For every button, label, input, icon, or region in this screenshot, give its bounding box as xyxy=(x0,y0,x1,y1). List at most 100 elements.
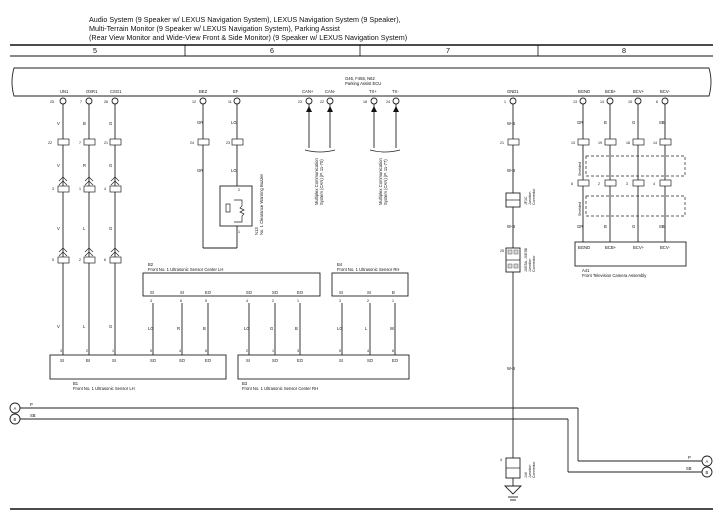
camera-pin-name: BCB+ xyxy=(605,245,617,250)
buzzer-resistor xyxy=(234,199,245,223)
sensor-pin-name: B xyxy=(392,290,395,295)
connector-pin xyxy=(109,138,122,146)
sensor-body xyxy=(331,272,409,297)
parking-assist-ecu: G46, F458, N62 Parking Assist ECU UN1 OS… xyxy=(11,67,712,105)
header-title-line-3: (Rear View Monitor and Wide-View Front &… xyxy=(89,33,407,42)
sensor-pin-number: 1 xyxy=(112,349,114,353)
sensor-pin-name: EO xyxy=(205,358,212,363)
offpage-wire-color: P xyxy=(688,455,691,460)
wire-color: SB xyxy=(659,224,665,229)
header-title-line-1: Audio System (9 Speaker w/ LEXUS Navigat… xyxy=(89,15,401,24)
inline-connector-chevron xyxy=(110,176,120,186)
clearance-warning-buzzer xyxy=(219,185,253,227)
sensor-pin-name: EO xyxy=(205,290,212,295)
wire-color: W xyxy=(390,326,394,331)
ecu-pin-number: 1 xyxy=(504,100,506,104)
sensor-pin-name: EO xyxy=(392,358,399,363)
ecu-pin-number: 23 xyxy=(298,100,302,104)
ecu-body xyxy=(11,67,712,97)
offpage-connector-b[interactable] xyxy=(701,466,713,478)
ecu-pin-name: EF xyxy=(233,89,239,94)
wire-color: V xyxy=(57,163,60,168)
wire-color: LG xyxy=(337,326,343,331)
buzzer-code: N13 xyxy=(254,227,259,235)
column-number: 7 xyxy=(446,46,450,55)
inline-connector-chevron xyxy=(84,247,94,257)
sensor-pin-number: 1 xyxy=(272,349,274,353)
wire-color: G xyxy=(632,120,635,125)
offpage-id: A xyxy=(706,459,709,464)
ground-wiring: W-B 21 W-B JF1C Junction Connector W-B 2… xyxy=(500,104,536,501)
connector-pin-number: 13 xyxy=(571,141,575,145)
wire-color: GR xyxy=(577,224,583,229)
sensor-pin-number: 5 xyxy=(205,299,207,303)
wire-color: LG xyxy=(244,326,250,331)
ecu-pin-number: 26 xyxy=(104,100,108,104)
ecu-pin-name: BEZ xyxy=(199,89,208,94)
connector-pin-number: 3 xyxy=(52,187,54,191)
can-note-line2: System (CAN) (P. 11-70) xyxy=(319,159,324,205)
component-name: Front No. 1 Ultrasonic Sensor LH xyxy=(73,386,135,391)
offpage-wire-color: P xyxy=(30,402,33,407)
wire-color: G xyxy=(109,163,112,168)
component-name: Front Television Camera Assembly xyxy=(582,273,647,278)
wire-color: LG xyxy=(148,326,154,331)
ecu-pin-name: BGND xyxy=(578,89,590,94)
junction-code: JF1C xyxy=(524,196,528,205)
offpage-id: B xyxy=(706,470,709,475)
sensor-center-rh: 2 1 3 5 4 6 SI SO EO SI SO EO B3 Front N… xyxy=(237,349,410,391)
wire-color: GR xyxy=(197,168,203,173)
wire-color: GR xyxy=(577,120,583,125)
sensor-rh: B4 Front No. 1 Ultrasonic Sensor RH SI S… xyxy=(331,262,409,303)
connector-pin-number: 6 xyxy=(104,258,106,262)
wire-color: G xyxy=(109,324,112,329)
camera-wiring: GR B G SB 13 19 18 14 Shielded 6 2 3 4 S… xyxy=(571,104,687,278)
wire-color: G xyxy=(632,224,635,229)
connector-pin-number: 4 xyxy=(653,182,655,186)
inline-connector-chevron xyxy=(84,176,94,186)
ecu-pin-terminals: 25 7 26 12 11 23 22 18 24 1 13 14 15 6 xyxy=(50,97,669,105)
offpage-id: B xyxy=(14,417,17,422)
component-name: Front No. 1 Ultrasonic Sensor Center RH xyxy=(242,386,318,391)
connector-pin-number: 19 xyxy=(598,141,602,145)
sensor-pin-number: 5 xyxy=(339,349,341,353)
offpage-connector-a[interactable] xyxy=(9,402,21,414)
offpage-connector-b[interactable] xyxy=(9,413,21,425)
sensor-pin-name: SO xyxy=(246,290,253,295)
wire-color: W-B xyxy=(507,366,515,371)
wire-color: W-B xyxy=(507,168,515,173)
wire-color: SB xyxy=(659,120,665,125)
sensor-pin-name: SI xyxy=(112,358,116,363)
wire-color: R xyxy=(83,163,86,168)
sensor-pin-number: 2 xyxy=(367,299,369,303)
component-name: Front No. 1 Ultrasonic Sensor RH xyxy=(337,267,399,272)
sensor-pin-number: 6 xyxy=(392,349,394,353)
ecu-pin-number: 12 xyxy=(192,100,196,104)
wire-color: B xyxy=(203,326,206,331)
wire-color: B xyxy=(604,224,607,229)
sensor-pin-number: 1 xyxy=(297,299,299,303)
wire-color: LG xyxy=(231,120,237,125)
sensor-pin-name: SI xyxy=(150,290,154,295)
sensor-lh: 3 2 1 5 4 6 SI BI SI SO SO EO B1 Front N… xyxy=(49,349,227,391)
sensor-pin-number: 3 xyxy=(339,299,341,303)
ecu-pin-number: 24 xyxy=(386,100,390,104)
wire-color: B xyxy=(295,326,298,331)
ecu-pin-number: 22 xyxy=(320,100,324,104)
offpage-connector-a[interactable] xyxy=(701,455,713,467)
shielded-group xyxy=(585,195,686,217)
offpage-wire-color: SB xyxy=(686,466,692,471)
ecu-pin-number: 13 xyxy=(573,100,577,104)
wire-color: W-B xyxy=(507,121,515,126)
wire-color: L xyxy=(365,326,368,331)
wire-color: V xyxy=(57,121,60,126)
wire-color: B xyxy=(604,120,607,125)
connector-pin-number: 22 xyxy=(48,141,52,145)
component-id: A41 xyxy=(582,268,590,273)
ecu-pin-name: GND1 xyxy=(507,89,519,94)
camera-pin-name: BCV- xyxy=(660,245,670,250)
ground-pin: 4 xyxy=(500,458,502,462)
buzzer-pin: 1 xyxy=(238,230,240,234)
wire-color: L xyxy=(83,324,86,329)
